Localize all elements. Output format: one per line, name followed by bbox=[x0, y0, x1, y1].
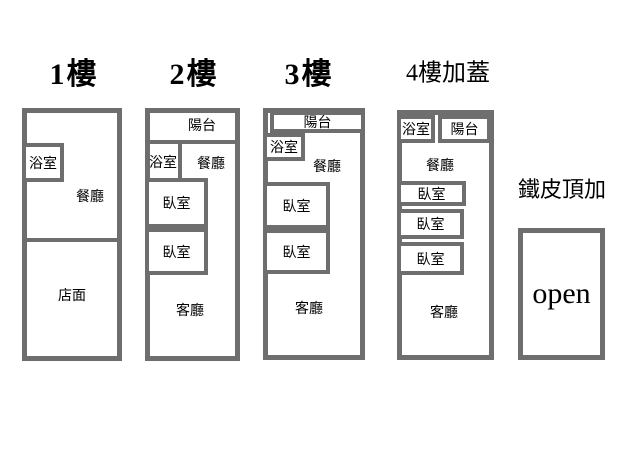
floor-1-plan: 浴室 餐廳 店面 bbox=[22, 108, 122, 361]
floor-3-bedroom-2-box: 臥室 bbox=[263, 229, 330, 274]
floor-4-living-label: 客廳 bbox=[430, 306, 458, 321]
floor-4-bedroom-3-label: 臥室 bbox=[416, 252, 445, 268]
floor-4-bathroom-box: 浴室 bbox=[397, 115, 435, 143]
floor-2-dining-label: 餐廳 bbox=[197, 157, 225, 172]
floor-3-bedroom-1-label: 臥室 bbox=[282, 199, 311, 215]
floor-1-shop-label: 店面 bbox=[58, 289, 86, 304]
floor-2-plan: 陽台 浴室 餐廳 臥室 臥室 客廳 bbox=[145, 108, 240, 361]
floor-3-plan: 陽台 浴室 餐廳 臥室 臥室 客廳 bbox=[263, 108, 365, 360]
floor-2-bedroom-1-label: 臥室 bbox=[162, 197, 191, 212]
floor-1-title: 1樓 bbox=[49, 58, 99, 91]
floor-2-balcony-wall bbox=[145, 140, 240, 144]
floor-4-title: 4樓加蓋 bbox=[406, 60, 490, 87]
floor-4-bedroom-1-label: 臥室 bbox=[417, 187, 446, 203]
floor-2-bathroom-label: 浴室 bbox=[149, 156, 177, 171]
floor-3-bathroom-box: 浴室 bbox=[263, 133, 305, 161]
floor-3-title: 3樓 bbox=[284, 58, 334, 91]
floor-2-bedroom-2-box: 臥室 bbox=[145, 228, 208, 275]
floor-3-balcony-box: 陽台 bbox=[270, 111, 365, 133]
floor-3-bathroom-label: 浴室 bbox=[270, 141, 298, 156]
floor-1-bathroom-label: 浴室 bbox=[29, 156, 57, 172]
rooftop-open-label: open bbox=[532, 277, 591, 310]
floor-4-balcony-label: 陽台 bbox=[450, 123, 479, 138]
floor-1-divider-wall bbox=[22, 238, 122, 242]
floor-3-dining-label: 餐廳 bbox=[313, 160, 341, 175]
rooftop-title: 鐵皮頂加 bbox=[517, 177, 607, 202]
floor-2-bathroom-wall bbox=[178, 140, 182, 183]
floor-2-bedroom-1-box: 臥室 bbox=[145, 178, 208, 228]
floor-2-living-label: 客廳 bbox=[176, 304, 204, 319]
floor-4-bathroom-label: 浴室 bbox=[402, 123, 430, 138]
floor-3-living-label: 客廳 bbox=[295, 302, 323, 317]
floor-4-dining-label: 餐廳 bbox=[426, 159, 454, 174]
floor-4-bedroom-2-label: 臥室 bbox=[416, 218, 445, 233]
floor-1-dining-label: 餐廳 bbox=[76, 190, 104, 205]
floor-3-bedroom-1-box: 臥室 bbox=[263, 182, 330, 229]
floor-2-bedroom-2-label: 臥室 bbox=[162, 245, 191, 261]
floor-2-balcony-label: 陽台 bbox=[188, 119, 216, 134]
floor-4-balcony-box: 陽台 bbox=[438, 115, 491, 143]
floor-2-title: 2樓 bbox=[169, 58, 219, 91]
floor-4-bedroom-2-box: 臥室 bbox=[397, 209, 464, 239]
floor-4-bedroom-1-box: 臥室 bbox=[397, 181, 466, 206]
floor-3-balcony-label: 陽台 bbox=[303, 116, 332, 131]
floor-4-bedroom-3-box: 臥室 bbox=[397, 242, 464, 275]
rooftop-open-box: open bbox=[518, 228, 605, 360]
floor-4-plan: 浴室 陽台 餐廳 臥室 臥室 臥室 客廳 bbox=[397, 110, 494, 360]
floor-3-bedroom-2-label: 臥室 bbox=[282, 245, 311, 261]
floor-1-bathroom-box: 浴室 bbox=[22, 143, 64, 182]
